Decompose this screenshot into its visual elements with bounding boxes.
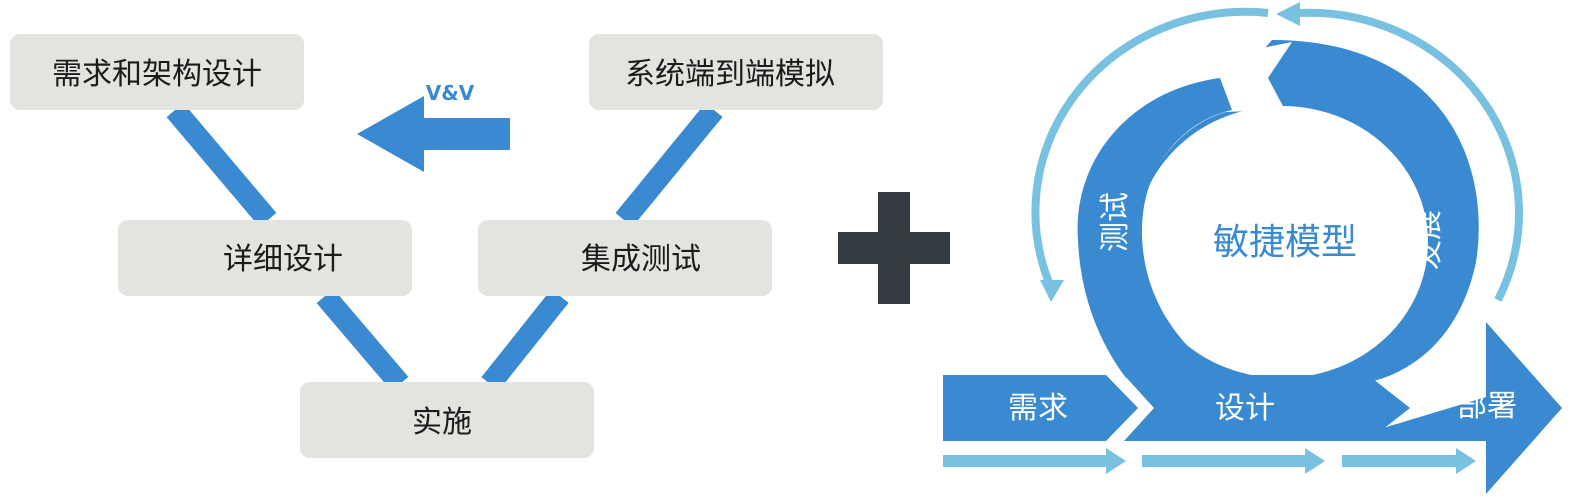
box-detailed-design-label: 详细设计 [223, 242, 343, 277]
box-detailed-design: 详细设计 [118, 220, 412, 296]
flow-requirements-shape [943, 375, 1138, 441]
box-system-simulation: 系统端到端模拟 [589, 34, 883, 110]
agile-ring-center [1136, 106, 1428, 378]
vv-label: V&V [426, 81, 475, 105]
v-model: V&V 需求和架构设计 详细设计 实施 集成测试 系统端到端模拟 [10, 34, 883, 458]
plus-sign-icon [838, 192, 950, 304]
connector-detailed-to-implementation [316, 288, 409, 392]
agile-right-arc-label: 发展 [1411, 210, 1446, 270]
outer-top-arrowhead-icon [1276, 2, 1300, 26]
box-requirements-architecture: 需求和架构设计 [10, 34, 304, 110]
agile-left-arc-label: 测试 [1098, 192, 1133, 252]
outer-left-arrowhead-icon [1040, 280, 1064, 302]
agile-ring-cut [1240, 42, 1292, 112]
bottom-arrow-1-icon [943, 448, 1126, 474]
outer-right-arc [1299, 8, 1523, 302]
connector-implementation-to-integration [481, 289, 569, 391]
flow-design-label: 设计 [1215, 391, 1275, 426]
agile-center-label: 敏捷模型 [1213, 222, 1357, 263]
box-system-simulation-label: 系统端到端模拟 [625, 57, 835, 92]
agile-model: 敏捷模型 测试 发展 需求 设计 部署 [943, 2, 1562, 494]
connector-integration-to-system [615, 103, 723, 227]
outer-cycle-arrows [1031, 7, 1523, 302]
connector-requirements-to-detailed [166, 102, 277, 228]
bottom-arrow-2-icon [1142, 448, 1325, 474]
box-implementation-label: 实施 [412, 405, 472, 440]
box-implementation: 实施 [300, 382, 594, 458]
vv-arrow [357, 96, 510, 172]
outer-left-arc [1031, 7, 1269, 287]
bottom-progress-arrows [943, 448, 1476, 474]
flow-deploy-arrow [1340, 322, 1562, 494]
box-integration-test-label: 集成测试 [581, 242, 701, 277]
box-integration-test: 集成测试 [478, 220, 772, 296]
flow-deploy-label: 部署 [1457, 389, 1517, 424]
flow-requirements-label: 需求 [1008, 391, 1068, 426]
v-connectors [166, 102, 723, 392]
flow-design-shape [1124, 375, 1410, 441]
box-requirements-architecture-label: 需求和架构设计 [52, 57, 262, 92]
agile-ring-left-arm [1077, 78, 1232, 378]
bottom-arrow-3-icon [1342, 448, 1476, 474]
